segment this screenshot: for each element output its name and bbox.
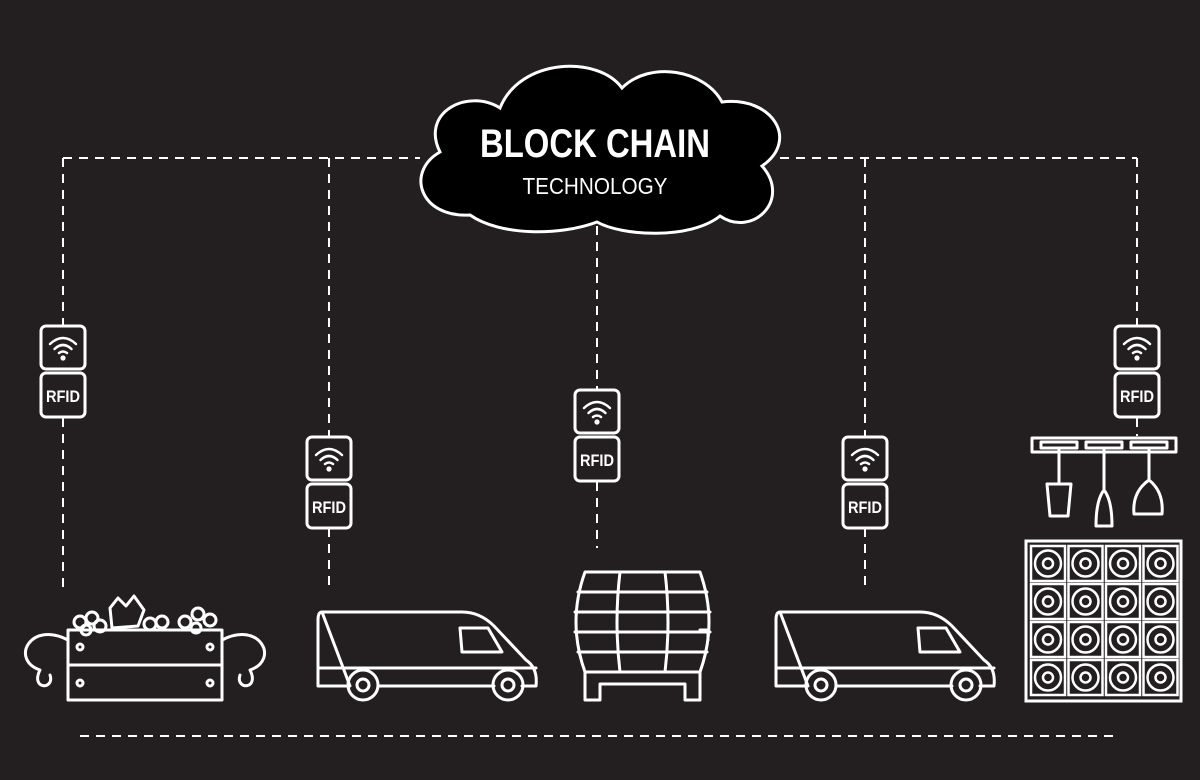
rfid-label: RFID — [580, 451, 614, 470]
rfid-label: RFID — [46, 387, 80, 406]
wifi-icon — [48, 336, 78, 361]
wifi-icon — [582, 400, 612, 425]
cloud-subtitle: TECHNOLOGY — [523, 173, 668, 199]
wifi-icon — [850, 447, 880, 472]
wine-bottle-cell — [1104, 544, 1142, 583]
wine-bottle-cell — [1067, 620, 1104, 659]
wine-bottle-cell — [1029, 582, 1067, 621]
wine-bottle-cell — [1142, 544, 1179, 583]
wine-barrel-icon — [573, 570, 712, 702]
wine-glass-rack-icon — [1030, 436, 1178, 528]
wine-bottle-cell — [1029, 544, 1067, 583]
rfid-tag: RFID — [305, 435, 353, 530]
blockchain-cloud: BLOCK CHAIN TECHNOLOGY — [419, 64, 782, 235]
connector-lines — [62, 157, 1138, 737]
rfid-label-box — [573, 435, 621, 483]
wine-bottle-cell — [1104, 658, 1142, 697]
wine-bottle-cell — [1029, 658, 1067, 697]
rfid-label: RFID — [1120, 387, 1154, 406]
wine-bottle-cell — [1142, 620, 1179, 659]
rfid-tag: RFID — [39, 324, 87, 419]
wine-bottle-cell — [1067, 658, 1104, 697]
wine-bottle-cell — [1029, 620, 1067, 659]
wine-bottle-cell — [1067, 582, 1104, 621]
rfid-tag: RFID — [1113, 324, 1161, 419]
rfid-label-box — [305, 482, 353, 530]
rfid-label: RFID — [848, 498, 882, 517]
wine-bottle-cell — [1104, 620, 1142, 659]
cloud-title: BLOCK CHAIN — [480, 122, 710, 166]
rfid-tag: RFID — [573, 388, 621, 483]
rfid-label-box — [841, 482, 889, 530]
wifi-icon — [1122, 336, 1152, 361]
grape-crate-icon — [24, 594, 266, 702]
wifi-icon — [314, 447, 344, 472]
rfid-wifi-box — [841, 435, 889, 482]
cloud-icon — [419, 64, 782, 235]
delivery-van-icon — [774, 610, 996, 702]
wine-rack-icon — [1024, 539, 1183, 703]
wine-bottle-cell — [1104, 582, 1142, 621]
rfid-label-box — [39, 371, 87, 419]
wine-bottle-cell — [1142, 658, 1179, 697]
delivery-van-icon — [316, 610, 538, 702]
rfid-wifi-box — [1113, 324, 1161, 371]
rfid-label-box — [1113, 371, 1161, 419]
rfid-tag: RFID — [841, 435, 889, 530]
wine-bottle-cell — [1142, 582, 1179, 621]
rfid-label: RFID — [312, 498, 346, 517]
wine-bottle-cell — [1067, 544, 1104, 583]
rfid-wifi-box — [573, 388, 621, 435]
rfid-wifi-box — [39, 324, 87, 371]
rfid-wifi-box — [305, 435, 353, 482]
